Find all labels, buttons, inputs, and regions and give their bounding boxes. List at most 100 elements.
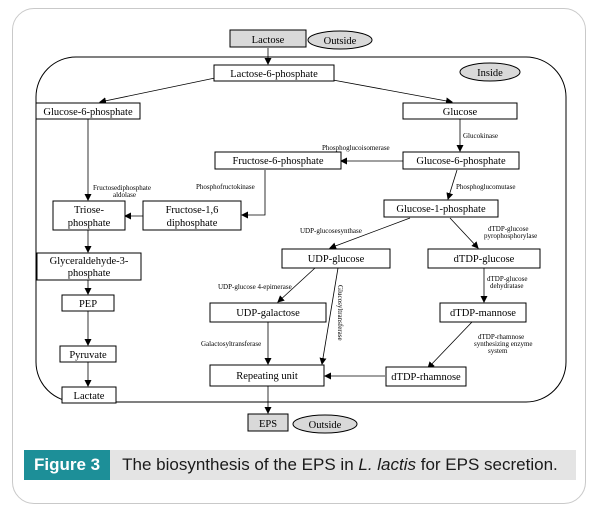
- node-pep-box: [61, 294, 115, 312]
- node-glucose-6-phosphate-left: Glucose-6-phosphate: [35, 102, 141, 120]
- node-fructose-6-phosphate-label: Fructose-6-phosphate: [233, 156, 324, 167]
- node-dtdp-glucose: dTDP-glucose: [427, 248, 541, 269]
- arrow-udpglc-to-udpgal: [277, 267, 316, 303]
- node-glucose-box: [402, 102, 518, 120]
- enzyme-dtdp-dehydratase-2: dehydratase: [490, 282, 523, 290]
- arrow-l6p-to-glucose: [321, 77, 453, 105]
- node-glyceraldehyde-3-phosphate-label-2: phosphate: [68, 268, 111, 279]
- node-glucose-1-phosphate: Glucose-1-phosphate: [383, 199, 499, 218]
- node-pyruvate: Pyruvate: [59, 345, 117, 363]
- node-lactose-box: [229, 29, 307, 48]
- node-glucose: Glucose: [402, 102, 518, 120]
- node-pep: PEP: [61, 294, 115, 312]
- enzyme-rhamnose-synthesizing-1: dTDP-rhamnose: [478, 333, 524, 341]
- enzyme-udp-glucose-synthase: UDP-glucosesynthase: [300, 227, 362, 235]
- enzyme-udp-glucose-epimerase: UDP-glucose 4-epimerase: [218, 283, 292, 291]
- node-dtdp-rhamnose-box: [385, 366, 467, 387]
- node-lactose-label: Lactose: [252, 35, 285, 46]
- node-dtdp-glucose-label: dTDP-glucose: [454, 254, 515, 265]
- outside-bottom-ellipse: [292, 414, 358, 434]
- node-glucose-6-phosphate-right-label: Glucose-6-phosphate: [416, 156, 506, 167]
- pathway-arrows: [84, 48, 488, 414]
- node-pep-label: PEP: [79, 299, 97, 310]
- node-glucose-6-phosphate-right: Glucose-6-phosphate: [402, 151, 520, 170]
- node-eps: EPS: [247, 413, 289, 432]
- node-repeating-unit-box: [209, 364, 325, 387]
- arrow-g6p-to-g1p: [446, 169, 458, 200]
- enzyme-dtdp-pyrophosphorylase-2: pyrophosphorylase: [484, 232, 537, 240]
- node-udp-glucose-label: UDP-glucose: [308, 254, 365, 265]
- outside-bottom-label: Outside: [309, 420, 342, 431]
- inside-label: Inside: [477, 68, 503, 79]
- enzyme-labels: Glucokinase Phosphoglucoisomerase Fructo…: [93, 132, 537, 355]
- node-lactose-6-phosphate: Lactose-6-phosphate: [213, 64, 335, 82]
- enzyme-glucosyltransferase: Glucosyltransferase: [336, 285, 344, 341]
- node-fructose-1-6-diphosphate-label-2: diphosphate: [167, 218, 218, 229]
- node-fructose-1-6-diphosphate-label-1: Fructose-1,6: [166, 205, 219, 216]
- node-pyruvate-label: Pyruvate: [69, 350, 107, 361]
- caption-part-1: The biosynthesis of the EPS in: [122, 455, 359, 474]
- node-triose-phosphate-label-2: phosphate: [68, 218, 111, 229]
- enzyme-phosphoglucoisomerase: Phosphoglucoisomerase: [322, 144, 390, 152]
- node-udp-galactose: UDP-galactose: [209, 302, 327, 323]
- node-fructose-1-6-diphosphate-box: [142, 200, 242, 231]
- figure-caption-text: The biosynthesis of the EPS in L. lactis…: [110, 455, 558, 475]
- node-dtdp-rhamnose-label: dTDP-rhamnose: [391, 372, 461, 383]
- enzyme-galactosyltransferase: Galactosyltransferase: [201, 340, 261, 348]
- node-lactate-box: [61, 386, 117, 404]
- node-eps-box: [247, 413, 289, 432]
- enzyme-dtdp-pyrophosphorylase-1: dTDP-glucose: [488, 225, 528, 233]
- arrow-l6p-to-g6p-left: [99, 77, 216, 105]
- node-triose-phosphate: Triose- phosphate: [52, 200, 126, 231]
- node-udp-glucose-box: [281, 248, 391, 269]
- arrow-g1p-to-dtdpglc: [449, 217, 479, 249]
- node-dtdp-mannose-label: dTDP-mannose: [450, 308, 516, 319]
- node-glyceraldehyde-3-phosphate: Glyceraldehyde-3- phosphate: [36, 252, 142, 281]
- arrow-dtdpman-to-dtdprham: [427, 321, 473, 369]
- enzyme-fructose-aldolase-1: Fructosediphosphate: [93, 184, 151, 192]
- node-lactate-label: Lactate: [74, 391, 105, 402]
- figure-label: Figure 3: [24, 450, 111, 480]
- node-glucose-1-phosphate-box: [383, 199, 499, 218]
- outside-top-label: Outside: [324, 36, 357, 47]
- node-repeating-unit: Repeating unit: [209, 364, 325, 387]
- arrow-f6p-to-f16dp: [241, 170, 266, 219]
- node-fructose-6-phosphate: Fructose-6-phosphate: [214, 151, 342, 170]
- arrow-g1p-to-udpglc: [329, 217, 411, 250]
- inside-ellipse: [459, 62, 521, 82]
- node-repeating-unit-label: Repeating unit: [236, 371, 298, 382]
- node-glyceraldehyde-3-phosphate-box: [36, 252, 142, 281]
- node-dtdp-mannose-box: [439, 302, 527, 323]
- node-lactose-6-phosphate-box: [213, 64, 335, 82]
- node-dtdp-rhamnose: dTDP-rhamnose: [385, 366, 467, 387]
- cell-boundary: [35, 56, 567, 403]
- node-udp-galactose-box: [209, 302, 327, 323]
- node-lactose-6-phosphate-label: Lactose-6-phosphate: [230, 69, 318, 80]
- node-fructose-6-phosphate-box: [214, 151, 342, 170]
- node-lactate: Lactate: [61, 386, 117, 404]
- node-triose-phosphate-box: [52, 200, 126, 231]
- node-glucose-6-phosphate-left-label: Glucose-6-phosphate: [43, 107, 133, 118]
- node-triose-phosphate-label-1: Triose-: [74, 205, 104, 216]
- enzyme-phosphofructokinase: Phosphofructokinase: [196, 183, 255, 191]
- node-udp-glucose: UDP-glucose: [281, 248, 391, 269]
- node-glyceraldehyde-3-phosphate-label-1: Glyceraldehyde-3-: [50, 256, 129, 267]
- enzyme-rhamnose-synthesizing-3: system: [488, 347, 508, 355]
- node-pyruvate-box: [59, 345, 117, 363]
- figure-caption: Figure 3 The biosynthesis of the EPS in …: [24, 450, 576, 480]
- node-dtdp-glucose-box: [427, 248, 541, 269]
- node-glucose-6-phosphate-right-box: [402, 151, 520, 170]
- enzyme-fructose-aldolase-2: aldolase: [113, 191, 136, 199]
- caption-species: L. lactis: [358, 455, 417, 474]
- node-glucose-6-phosphate-left-box: [35, 102, 141, 120]
- outside-top-ellipse: [307, 30, 373, 50]
- enzyme-phosphoglucomutase: Phosphoglucomutase: [456, 183, 516, 191]
- node-eps-label: EPS: [259, 419, 277, 430]
- caption-part-2: for EPS secretion.: [416, 455, 558, 474]
- node-glucose-label: Glucose: [443, 107, 478, 118]
- node-udp-galactose-label: UDP-galactose: [236, 308, 300, 319]
- node-dtdp-mannose: dTDP-mannose: [439, 302, 527, 323]
- arrow-udpglc-to-repeat: [319, 267, 339, 365]
- enzyme-rhamnose-synthesizing-2: synthesizing enzyme: [474, 340, 533, 348]
